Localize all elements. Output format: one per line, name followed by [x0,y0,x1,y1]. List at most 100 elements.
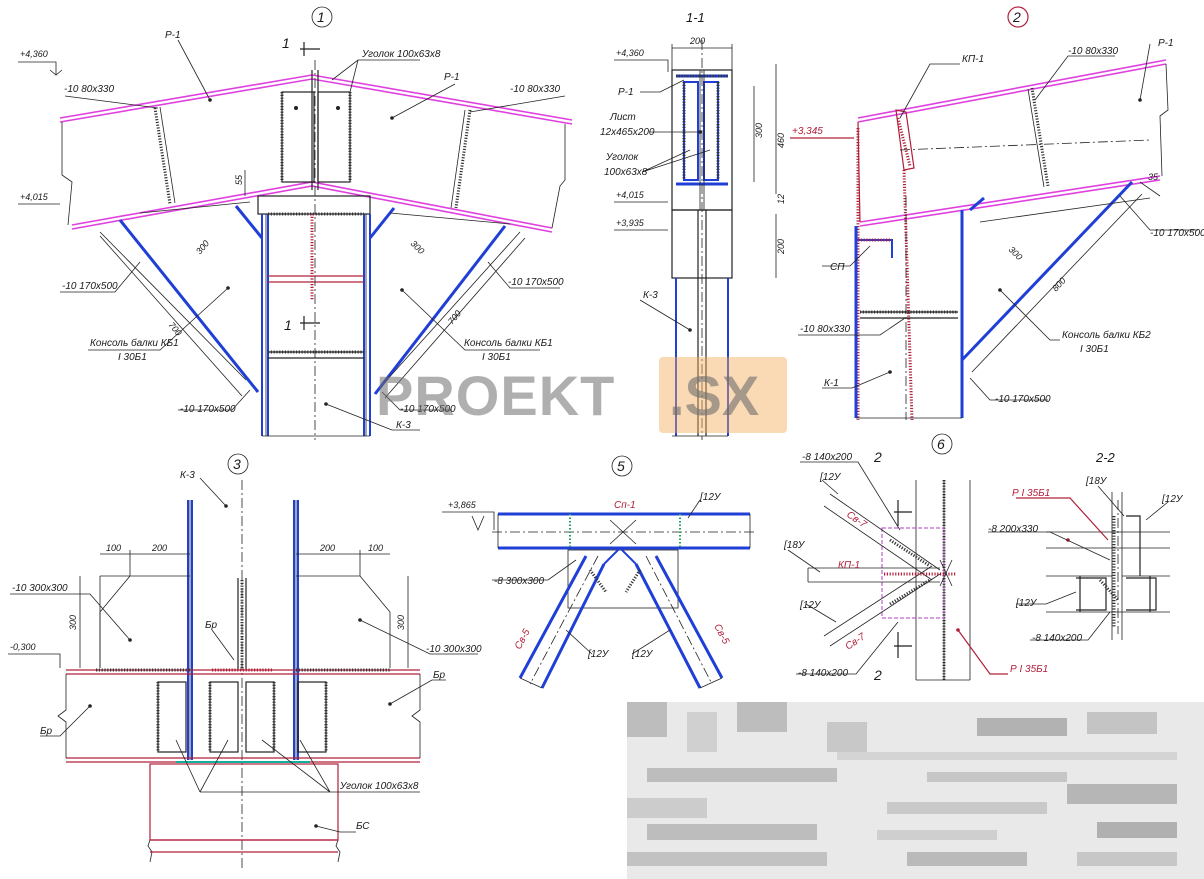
s22-beam-label: Р I 35Б1 [1012,488,1050,499]
n5-elevation: +3,865 [448,500,477,510]
s22-plate-bottom: -8 140х200 [1032,633,1082,644]
watermark-tld: .SX [669,364,760,427]
s11-column-label: К-3 [643,290,658,301]
n6-kp1-label: КП-1 [838,560,860,571]
s22-channel-right: [12У [1161,494,1184,505]
s11-dim-460: 460 [776,133,786,148]
n3-br-right-label: Бр [433,670,446,681]
n2-r1-label: Р-1 [1158,38,1174,49]
n6-plate-top: -8 140х200 [802,452,852,463]
s11-dim-200: 200 [689,36,705,46]
s22-channel-18: [18У [1085,476,1108,487]
n3-bs-label: БС [356,821,370,832]
s11-dim-12: 12 [776,194,786,204]
node-1-detail: 1 [18,6,573,440]
n5-sp1-label: Сп-1 [614,500,636,511]
n1-elevation-top: +4,360 [20,49,48,59]
node-6-number: 6 [937,436,945,452]
n5-plate-label: -8 300х300 [494,576,544,587]
n1-console-left-profile: I 30Б1 [118,352,147,363]
n1-console-right: Консоль балки КБ1 [464,337,553,349]
node-2-number: 2 [1012,9,1021,25]
section-2-2: 2-2 Р I 35Б1 [18У [12У -8 200х330 [12У -… [988,450,1184,644]
n1-r1-right: Р-1 [444,72,460,83]
n3-angle-label: Уголок 100х63х8 [339,781,419,792]
n3-plate-right: -10 300х300 [426,644,482,655]
section-1-1-title: 1-1 [686,10,705,25]
node-1-number: 1 [317,9,325,25]
section-1-1: 1-1 200 300 460 12 200 +4,360 +4,015 +3,… [600,10,786,440]
n1-plate-left: -10 80х330 [64,84,114,95]
n5-sv5-left: Св-5 [513,627,533,651]
n1-elevation-mid: +4,015 [20,192,49,202]
watermark-word: PROEKT [376,364,616,427]
s11-angle-label: Уголок [605,152,640,163]
n2-console-label: Консоль балки КБ2 [1062,329,1151,341]
n1-r1-left: Р-1 [165,30,181,41]
s22-plate-label: -8 200х330 [988,524,1038,535]
n3-dim-300-left: 300 [68,615,78,630]
cut-1-top-mark: 1 [282,35,290,51]
n2-plate170-right: -10 170х500 [1150,228,1204,239]
n2-console-profile: I 30Б1 [1080,344,1109,355]
n2-dim-300: 300 [1007,244,1025,262]
n2-elevation: +3,345 [792,126,823,137]
watermark-tag: .SX [659,357,787,433]
s11-dim-300: 300 [754,123,764,138]
n1-plate170-lower-left: -10 170х500 [180,404,236,415]
n3-plate-left: -10 300х300 [12,583,68,594]
s22-channel-left: [12У [1015,598,1038,609]
n2-plate80-label: -10 80х330 [1068,46,1118,57]
n2-plate80-bottom: -10 80х330 [800,324,850,335]
n2-dim-800: 800 [1050,276,1068,294]
n5-sv5-right: Св-5 [711,622,731,646]
node-5-detail: 5 +3,865 Сп-1 [12У -8 300х300 Св-5 Св-5 … [442,455,756,689]
s11-elevation-top: +4,360 [616,48,644,58]
n6-beam-label: Р I 35Б1 [1010,664,1048,675]
n1-dim-300-left: 300 [194,238,211,256]
n3-dim-200-right: 200 [319,543,335,553]
s11-angle-size: 100х63х8 [604,167,648,178]
n2-kp1-label: КП-1 [962,54,984,65]
n1-plate170-upper-right: -10 170х500 [508,277,564,288]
n3-dim-100-left: 100 [106,543,121,553]
n3-dim-300-right: 300 [396,615,406,630]
n3-br-left-label: Бр [40,726,53,737]
n1-column-label: К-3 [396,420,411,431]
cut-2-bottom-mark: 2 [873,667,882,683]
node-3-number: 3 [233,456,241,472]
n2-sp-label: СП [830,262,845,273]
n3-dim-200-left: 200 [151,543,167,553]
watermark: PROEKT .SX [376,355,796,435]
n2-plate170-bottom: -10 170х500 [995,394,1051,405]
n1-dim-700-left: 700 [166,320,183,338]
node-6-detail: 6 -8 140х200 [12У Св-7 [18У КП-1 [12У Св… [783,433,1048,683]
n6-channel-a: [12У [819,472,842,483]
n3-column-label: К-3 [180,470,195,481]
s11-dim-200b: 200 [776,239,786,255]
n1-console-right-profile: I 30Б1 [482,352,511,363]
s11-sheet-size: 12х465х200 [600,127,655,138]
s11-r1-label: Р-1 [618,87,634,98]
n6-channel-18: [18У [783,540,806,551]
n1-plate170-upper-left: -10 170х500 [62,281,118,292]
cut-2-top-mark: 2 [873,449,882,465]
n5-channel-right: [12У [631,649,654,660]
n3-dim-100-right: 100 [368,543,383,553]
n6-plate-bottom: -8 140х200 [798,668,848,679]
n3-elevation: -0,300 [10,642,36,652]
s11-elevation-low: +3,935 [616,218,645,228]
n1-plate170-lower-right: -10 170х500 [400,404,456,415]
n5-channel-top: [12У [699,492,722,503]
n1-angle-label: Уголок 100х63х8 [361,49,441,60]
n6-channel-b: [12У [799,600,822,611]
n2-dim-35: 35 [1148,172,1159,182]
section-2-2-title: 2-2 [1095,450,1116,465]
node-2-detail: 2 +3,345 КП-1 [790,6,1204,421]
obscured-title-block [627,702,1204,879]
s11-sheet-label: Лист [609,112,636,123]
node-5-number: 5 [617,458,625,474]
n3-br-top-label: Бр [205,620,218,631]
n6-sv7-top: Св-7 [844,509,868,530]
